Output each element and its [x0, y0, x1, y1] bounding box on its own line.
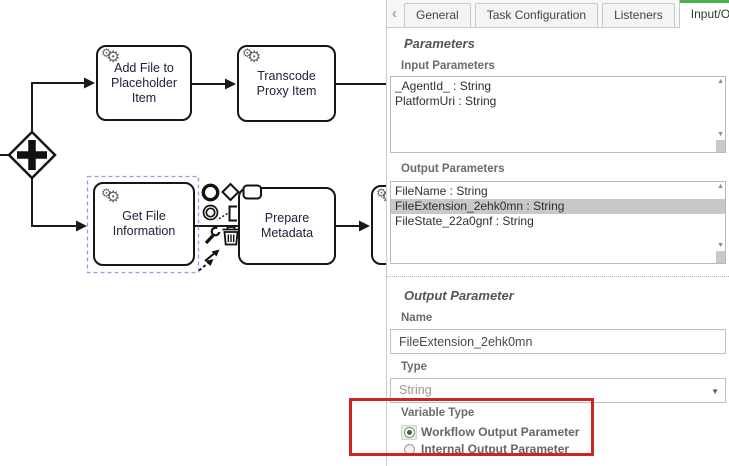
radio-workflow-output-parameter[interactable]: Workflow Output Parameter — [401, 424, 579, 440]
scroll-down-icon[interactable]: ▼ — [717, 131, 724, 138]
scroll-up-icon[interactable]: ▲ — [717, 78, 724, 85]
type-select[interactable]: String ▼ — [390, 378, 726, 403]
list-item[interactable]: _AgentId_ : String — [395, 79, 492, 93]
task-transcode-proxy-item[interactable]: ⚙⚙ Transcode Proxy Item — [237, 45, 336, 122]
scrollbar-thumb[interactable] — [716, 140, 725, 152]
radio-label: Workflow Output Parameter — [421, 425, 580, 439]
name-label: Name — [401, 312, 433, 324]
input-parameters-label: Input Parameters — [401, 60, 495, 72]
task-add-file-to-placeholder-item[interactable]: ⚙⚙ Add File to Placeholder Item — [96, 45, 192, 121]
task-prepare-metadata[interactable]: Prepare Metadata — [238, 187, 336, 265]
task-get-file-information[interactable]: ⚙⚙ Get File Information — [93, 182, 195, 266]
type-select-value: String — [399, 383, 432, 397]
task-label: Get File Information — [112, 209, 176, 238]
radio-label: Internal Output Parameter — [421, 442, 570, 456]
output-parameters-list[interactable]: FileName : String FileExtension_2ehk0mn … — [390, 181, 726, 264]
list-item[interactable]: FileName : String — [395, 184, 488, 198]
parameters-heading: Parameters — [404, 36, 475, 51]
tabs-scroll-left-icon[interactable]: ‹ — [392, 5, 397, 22]
section-divider — [387, 276, 729, 277]
radio-button-checked[interactable] — [403, 426, 415, 438]
tab-input-output[interactable]: Input/Output — [678, 0, 729, 28]
list-scrollbar[interactable]: ▲ ▼ — [715, 182, 725, 263]
output-parameter-heading: Output Parameter — [404, 288, 514, 303]
list-item[interactable]: PlatformUri : String — [395, 94, 497, 108]
tab-general[interactable]: General — [404, 3, 471, 27]
tab-task-configuration[interactable]: Task Configuration — [474, 3, 599, 27]
list-scrollbar[interactable]: ▲ ▼ — [715, 77, 725, 152]
list-item-selected[interactable]: FileExtension_2ehk0mn : String — [391, 199, 725, 214]
input-parameters-list[interactable]: _AgentId_ : String PlatformUri : String … — [390, 76, 726, 153]
scroll-down-icon[interactable]: ▼ — [717, 242, 724, 249]
radio-internal-output-parameter[interactable]: Internal Output Parameter — [401, 441, 569, 457]
chevron-down-icon: ▼ — [711, 387, 719, 396]
radio-button-unchecked[interactable] — [403, 443, 415, 455]
list-item[interactable]: FileState_22a0gnf : String — [395, 214, 534, 228]
task-label: Prepare Metadata — [260, 211, 314, 240]
radio-highlight — [401, 442, 417, 457]
radio-highlight — [401, 424, 417, 440]
type-label: Type — [401, 361, 427, 373]
task-label: Transcode Proxy Item — [256, 68, 317, 98]
tab-listeners[interactable]: Listeners — [602, 3, 675, 27]
name-input[interactable] — [390, 329, 726, 354]
task-label: Add File to Placeholder Item — [110, 60, 177, 105]
bpmn-canvas[interactable]: ⚙⚙ Add File to Placeholder Item ⚙⚙ Trans… — [0, 0, 405, 466]
panel-tab-bar: ‹ General Task Configuration Listeners I… — [387, 0, 729, 28]
variable-type-label: Variable Type — [401, 407, 475, 419]
scroll-up-icon[interactable]: ▲ — [717, 183, 724, 190]
scrollbar-thumb[interactable] — [716, 251, 725, 263]
properties-panel: ‹ General Task Configuration Listeners I… — [386, 0, 729, 466]
output-parameters-label: Output Parameters — [401, 163, 505, 175]
